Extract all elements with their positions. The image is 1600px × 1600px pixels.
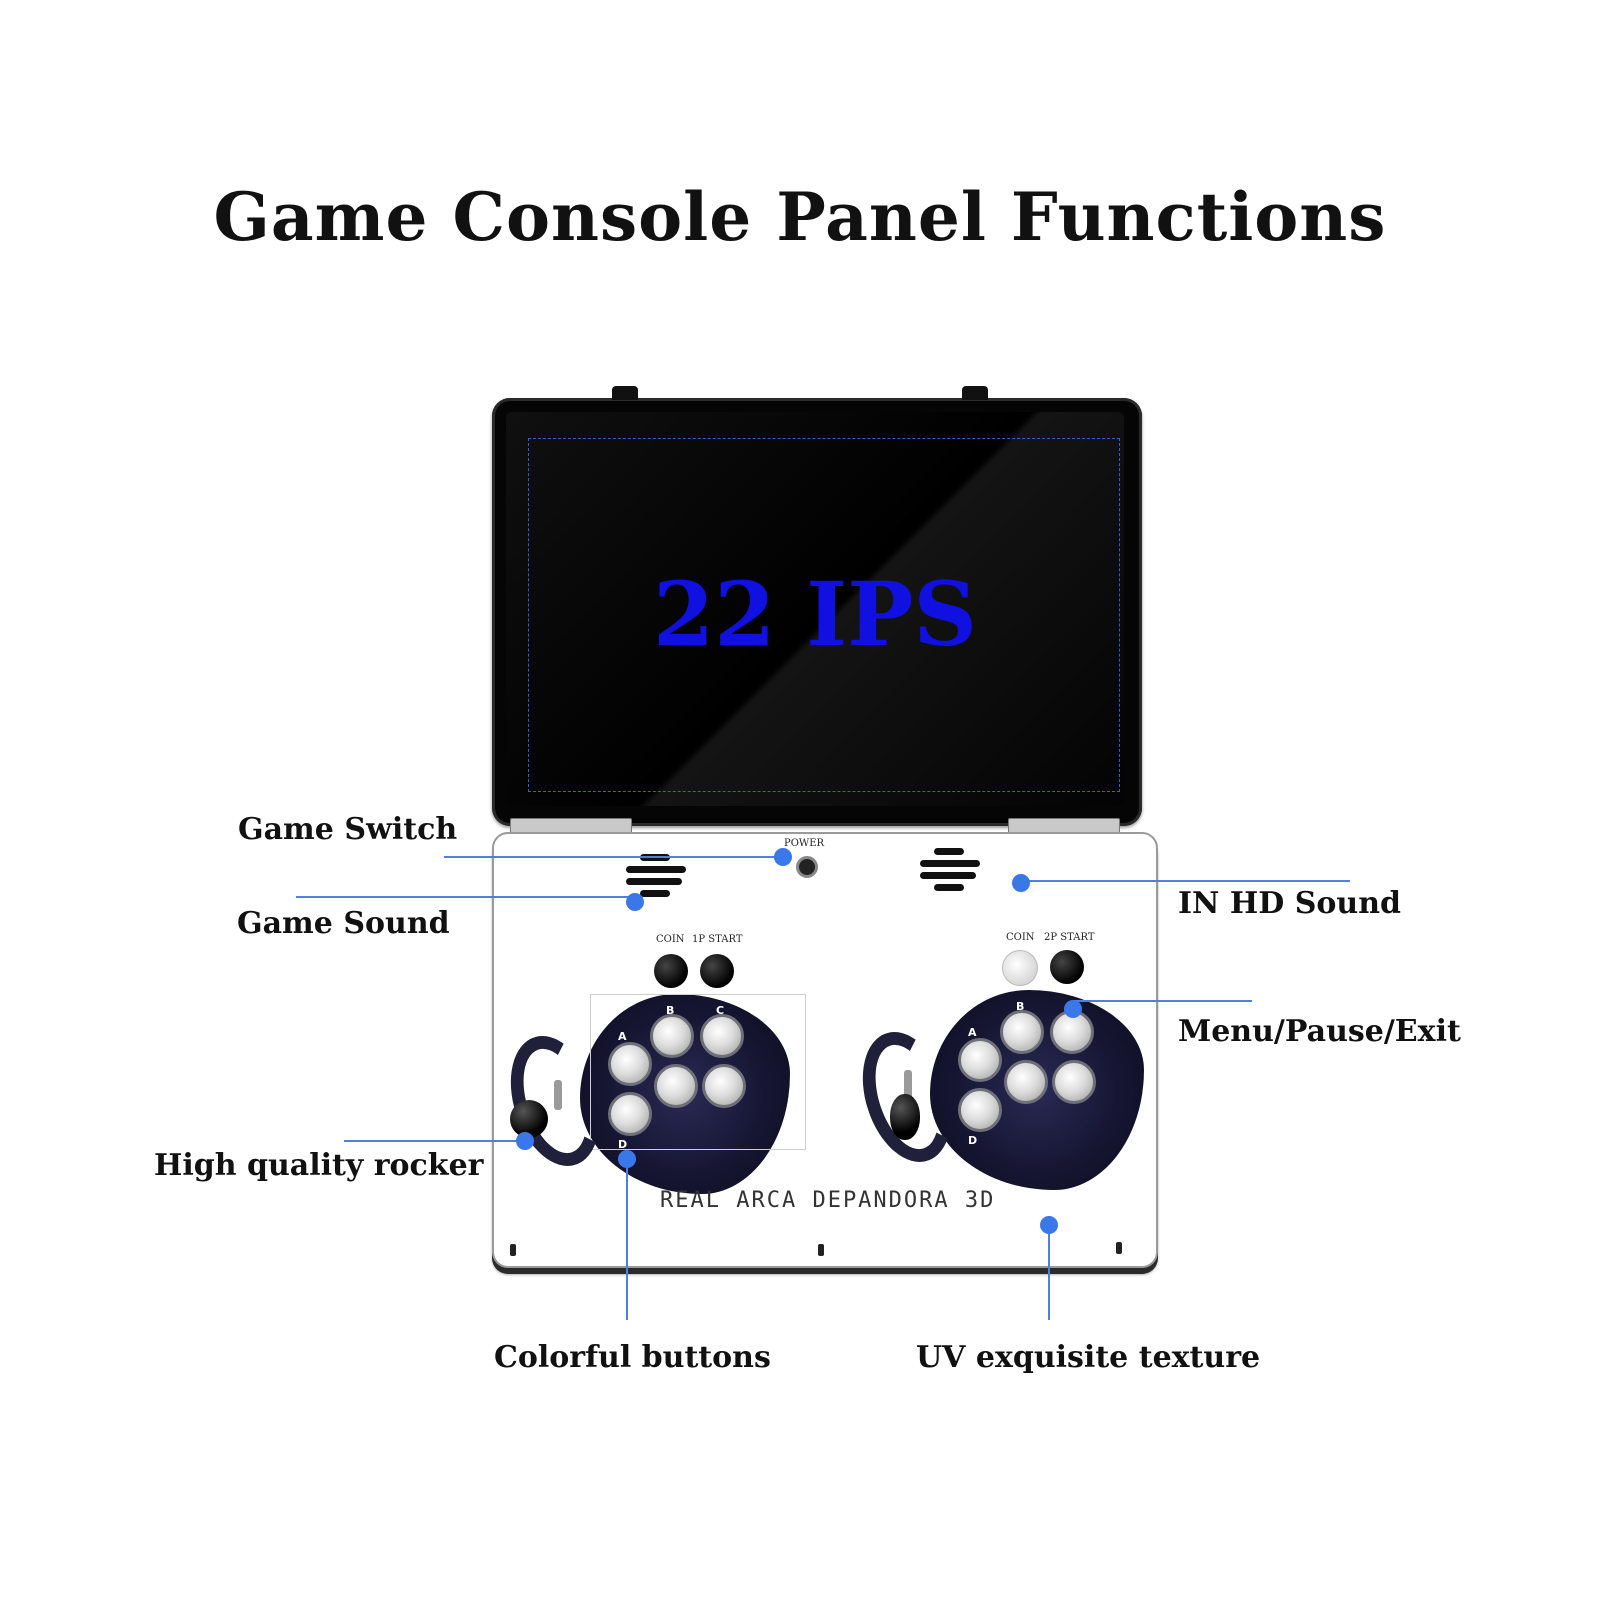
power-label: POWER [784, 838, 825, 849]
button-area-outline [590, 994, 806, 1150]
p1-start-label: 1P START [692, 934, 743, 945]
right-speaker-icon [920, 848, 980, 896]
p1-letter-a: A [618, 1030, 627, 1043]
p1-button-a[interactable] [608, 1042, 652, 1086]
screen-size-label: 22 IPS [653, 562, 977, 666]
rocker-line [344, 1140, 526, 1142]
callout-menu-pause-exit: Menu/Pause/Exit [1178, 1014, 1461, 1049]
menu-dot [1064, 1000, 1082, 1018]
p1-button-e[interactable] [654, 1064, 698, 1108]
p2-button-a[interactable] [958, 1038, 1002, 1082]
p1-button-b[interactable] [650, 1014, 694, 1058]
game-sound-dot [626, 893, 644, 911]
p1-letter-b: B [666, 1004, 675, 1017]
page-title: Game Console Panel Functions [213, 178, 1387, 256]
in-hd-sound-line [1018, 880, 1350, 882]
colorful-buttons-line [626, 1160, 628, 1320]
p2-start-button[interactable] [1050, 950, 1084, 984]
p1-rocker-stick[interactable] [510, 1100, 548, 1138]
display-screen: 22 IPS [506, 412, 1124, 806]
game-sound-line [296, 896, 640, 898]
uv-texture-dot [1040, 1216, 1058, 1234]
p1-coin-button[interactable] [654, 954, 688, 988]
uv-texture-line [1048, 1226, 1050, 1320]
p1-button-c[interactable] [700, 1014, 744, 1058]
p1-button-d[interactable] [608, 1092, 652, 1136]
p2-button-e[interactable] [1004, 1060, 1048, 1104]
p1-rocker-shaft [554, 1080, 562, 1110]
callout-in-hd-sound: IN HD Sound [1178, 886, 1401, 921]
screw [818, 1244, 824, 1256]
control-panel: POWER COIN 1P START COIN 2P START A B C … [492, 832, 1158, 1268]
game-switch-dot [774, 848, 792, 866]
screen-frame [528, 438, 1120, 792]
game-switch-line [444, 856, 784, 858]
screw [510, 1244, 516, 1256]
brand-text: REAL ARCA DEPANDORA 3D [660, 1188, 996, 1213]
p2-start-label: 2P START [1044, 932, 1095, 943]
in-hd-sound-dot [1012, 874, 1030, 892]
screw [1116, 1242, 1122, 1254]
callout-game-switch: Game Switch [238, 812, 458, 847]
p2-button-d[interactable] [958, 1088, 1002, 1132]
p2-button-b[interactable] [1000, 1010, 1044, 1054]
screen-lid: 22 IPS [492, 386, 1142, 826]
p2-letter-d: D [968, 1134, 978, 1147]
lid-latch [962, 386, 988, 400]
p2-rocker-stick[interactable] [890, 1094, 920, 1140]
colorful-buttons-dot [618, 1150, 636, 1168]
rocker-dot [516, 1132, 534, 1150]
callout-game-sound: Game Sound [237, 906, 450, 941]
p1-start-button[interactable] [700, 954, 734, 988]
p2-letter-a: A [968, 1026, 977, 1039]
p2-rocker-shaft [904, 1070, 912, 1100]
menu-line [1074, 1000, 1252, 1002]
callout-colorful-buttons: Colorful buttons [494, 1340, 771, 1375]
p1-letter-d: D [618, 1138, 628, 1151]
p2-coin-button[interactable] [1002, 950, 1038, 986]
power-button[interactable] [796, 856, 818, 878]
lid-latch [612, 386, 638, 400]
callout-uv-texture: UV exquisite texture [916, 1340, 1261, 1375]
callout-rocker: High quality rocker [154, 1148, 484, 1183]
p2-button-f[interactable] [1052, 1060, 1096, 1104]
p2-coin-label: COIN [1006, 932, 1035, 943]
p2-letter-b: B [1016, 1000, 1025, 1013]
p1-letter-c: C [716, 1004, 725, 1017]
p1-coin-label: COIN [656, 934, 685, 945]
p1-button-f[interactable] [702, 1064, 746, 1108]
